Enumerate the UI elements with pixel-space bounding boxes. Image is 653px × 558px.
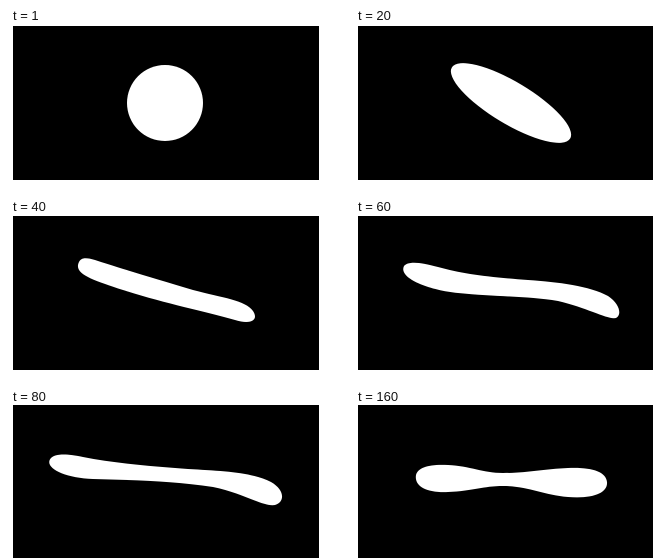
panel-5-label: t = 80 [13,390,46,404]
panel-2-label: t = 20 [358,9,391,23]
panel-6-label: t = 160 [358,390,398,404]
droplet-3 [13,216,319,370]
panel-1-label: t = 1 [13,9,39,23]
panel-5-image [13,405,319,558]
droplet-2 [358,26,653,180]
droplet-6 [358,405,653,558]
panel-3-image [13,216,319,370]
droplet-5 [13,405,319,558]
panel-2-image [358,26,653,180]
panel-4-image [358,216,653,370]
panel-3-label: t = 40 [13,200,46,214]
panel-1-image [13,26,319,180]
droplet-4 [358,216,653,370]
panel-4-label: t = 60 [358,200,391,214]
panel-6-image [358,405,653,558]
droplet-1 [13,26,319,180]
